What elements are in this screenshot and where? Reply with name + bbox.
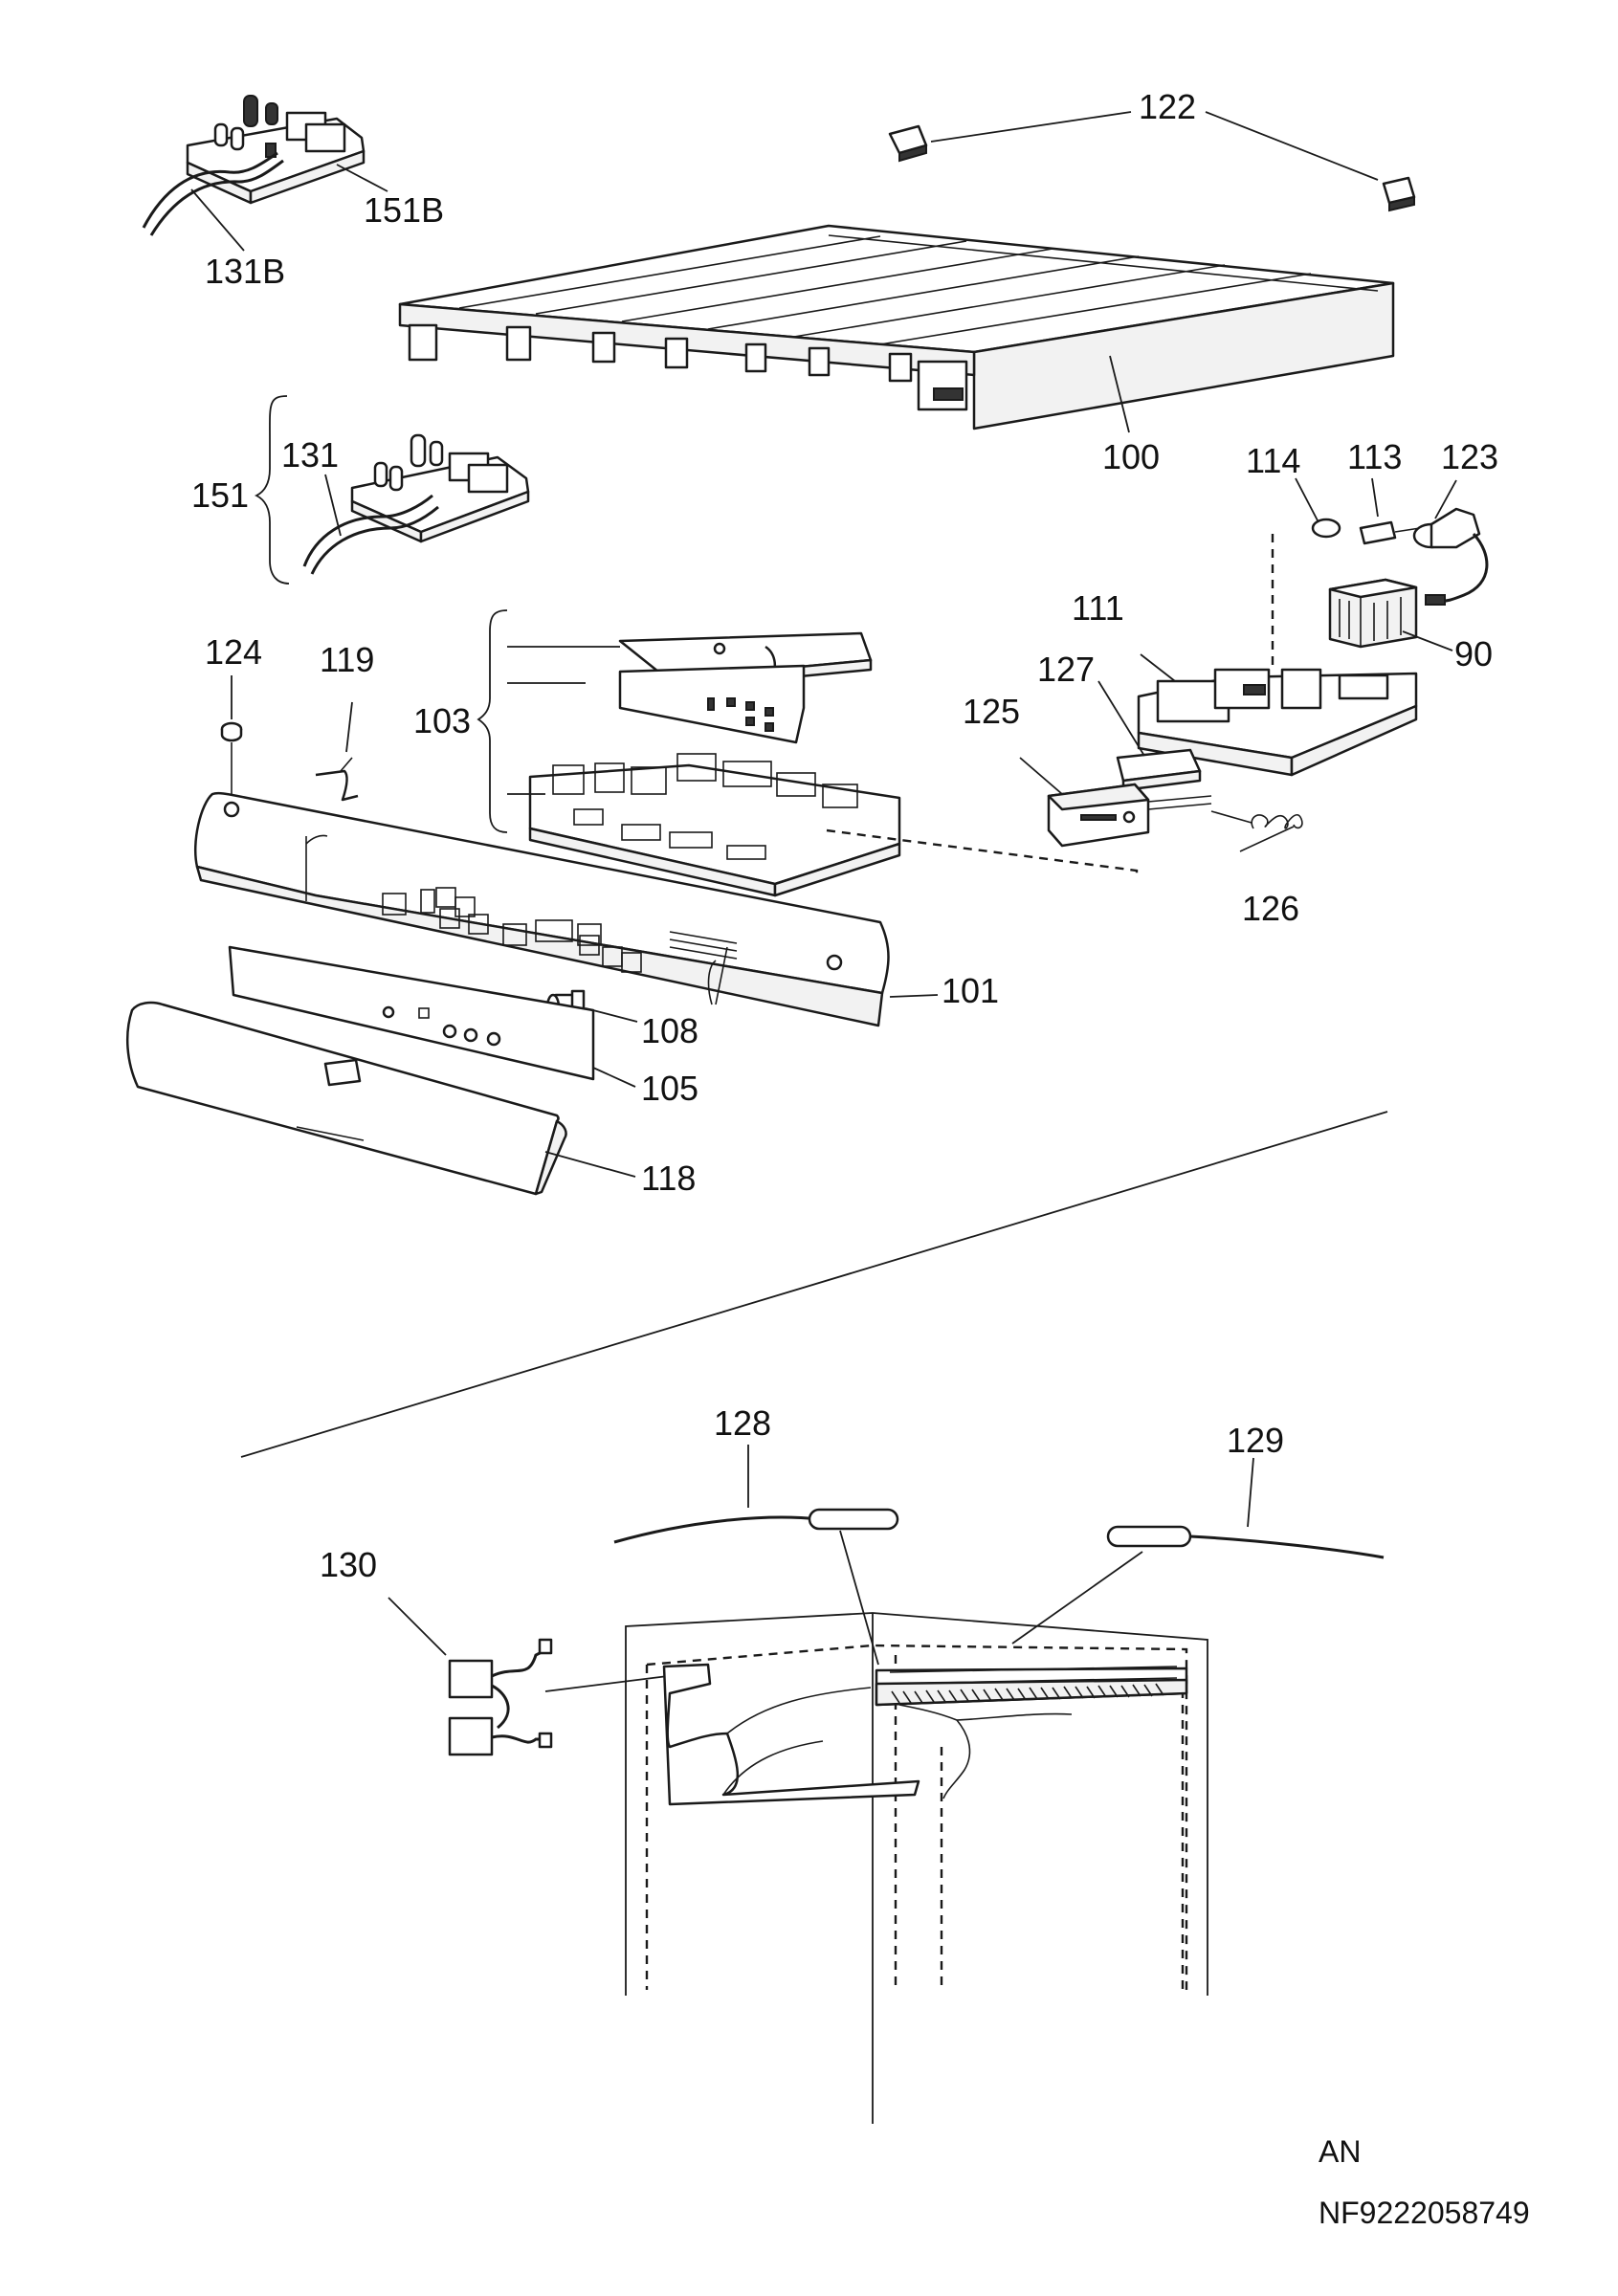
cap-124	[220, 675, 243, 804]
label-151b: 151B	[364, 190, 444, 230]
label-127: 127	[1037, 650, 1095, 689]
pcb-151b	[142, 95, 388, 252]
cable-130	[388, 1597, 669, 1756]
label-123: 123	[1441, 437, 1498, 476]
label-131: 131	[281, 435, 339, 475]
label-128: 128	[714, 1403, 771, 1443]
label-122: 122	[1139, 87, 1196, 126]
control-module-103	[507, 631, 901, 897]
clip-122-right	[1382, 176, 1416, 212]
control-panel-101	[193, 791, 939, 1027]
label-125: 125	[963, 692, 1020, 731]
label-119: 119	[320, 640, 374, 679]
spring-126	[1210, 810, 1303, 852]
handle-125	[1019, 757, 1212, 848]
clip-122-left	[888, 124, 928, 163]
sensor-129	[1011, 1457, 1385, 1645]
label-118: 118	[641, 1159, 696, 1198]
spring-clip-119	[315, 701, 359, 802]
label-130: 130	[320, 1545, 377, 1584]
label-129: 129	[1227, 1421, 1284, 1460]
label-90: 90	[1454, 634, 1493, 673]
label-151: 151	[191, 475, 249, 515]
display-strip-105	[228, 945, 636, 1088]
transformer-90	[1328, 578, 1453, 651]
label-105: 105	[641, 1069, 698, 1108]
cabinet	[625, 1612, 1208, 2124]
label-124: 124	[205, 632, 262, 672]
label-108: 108	[641, 1011, 698, 1050]
drawing-number: NF9222058749	[1319, 2196, 1530, 2230]
evaporator-fins	[891, 1683, 1164, 1704]
part-labels: 122 151B 131B 100 131 151 114 113 123 11…	[191, 87, 1498, 1584]
section-divider	[240, 1111, 1388, 1458]
label-113: 113	[1347, 437, 1402, 476]
label-101: 101	[942, 971, 999, 1010]
variant-code: AN	[1319, 2134, 1361, 2169]
label-131b: 131B	[205, 252, 285, 291]
label-100: 100	[1102, 437, 1160, 476]
top-cover-100	[398, 224, 1395, 430]
label-111: 111	[1072, 588, 1124, 628]
label-103: 103	[413, 701, 471, 740]
pcb-151	[302, 433, 530, 575]
label-114: 114	[1246, 441, 1300, 480]
lamp-assembly	[1295, 477, 1489, 606]
front-trim-118	[125, 1001, 636, 1196]
housing-111	[1137, 653, 1418, 777]
sensor-128	[613, 1445, 899, 1666]
label-126: 126	[1242, 889, 1299, 928]
